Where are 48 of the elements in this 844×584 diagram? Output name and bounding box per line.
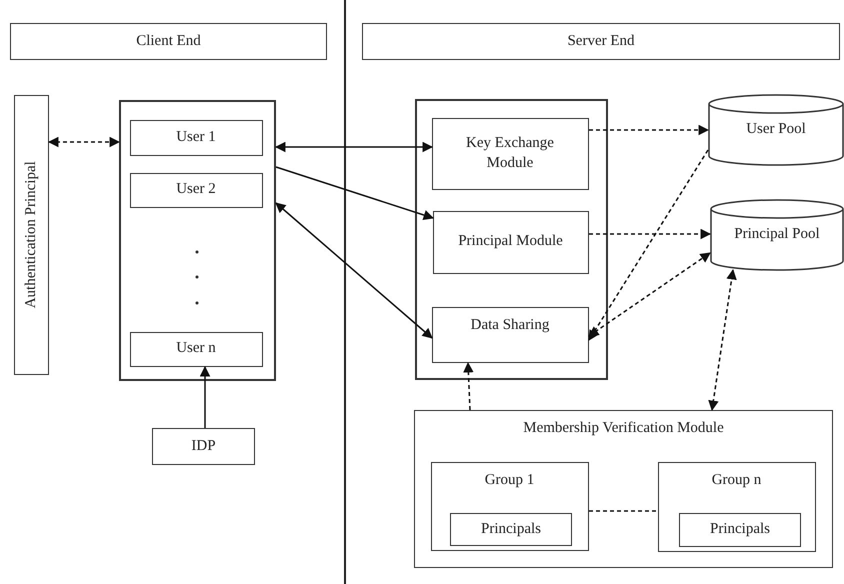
arrow [274,142,434,152]
arrow [463,362,474,410]
module-box [432,118,588,190]
principals-box [450,513,572,546]
arrow [588,252,711,337]
container-box [119,100,276,381]
node-label: Server End [566,32,636,51]
connector-line [589,510,658,512]
node-label: Principals [480,520,542,539]
node-label: Authentication Principal [22,161,40,309]
module-box [432,210,588,274]
node-label: User n [175,339,217,358]
arrow [276,166,434,220]
process-box [152,428,255,465]
header-box [362,23,840,60]
arrow [589,228,712,240]
node-label: Principal Module [457,232,564,252]
user-box [130,172,262,208]
node-label: IDP [190,436,217,456]
database-cylinder [708,95,844,165]
vertical-label-box [14,95,49,375]
arrow [588,150,709,341]
node-label: Data Sharing [470,316,550,334]
node-label: User 1 [175,128,217,147]
user-box [130,332,262,366]
node-label: Client End [135,32,202,51]
node-label: Group 1 [484,470,536,490]
node-label: User Pool [745,120,807,140]
node-label: Principals [709,520,771,540]
node-label: Group n [710,470,762,490]
principals-box [679,513,801,547]
node-label: User 2 [175,180,217,200]
arrow [708,268,737,412]
arrow [200,366,210,428]
module-box [432,306,588,362]
arrow [589,124,710,136]
arrow [275,202,433,339]
module-container-box [414,410,833,568]
container-box [415,99,608,380]
group-box [658,462,816,552]
node-label: Membership Verification Module [522,419,725,438]
user-box [130,120,262,156]
database-cylinder [710,200,844,270]
node-label: Key Exchange Module [465,134,555,172]
group-box [430,462,588,550]
node-label: Principal Pool [733,225,821,244]
header-box [10,23,327,60]
arrow [48,136,120,148]
